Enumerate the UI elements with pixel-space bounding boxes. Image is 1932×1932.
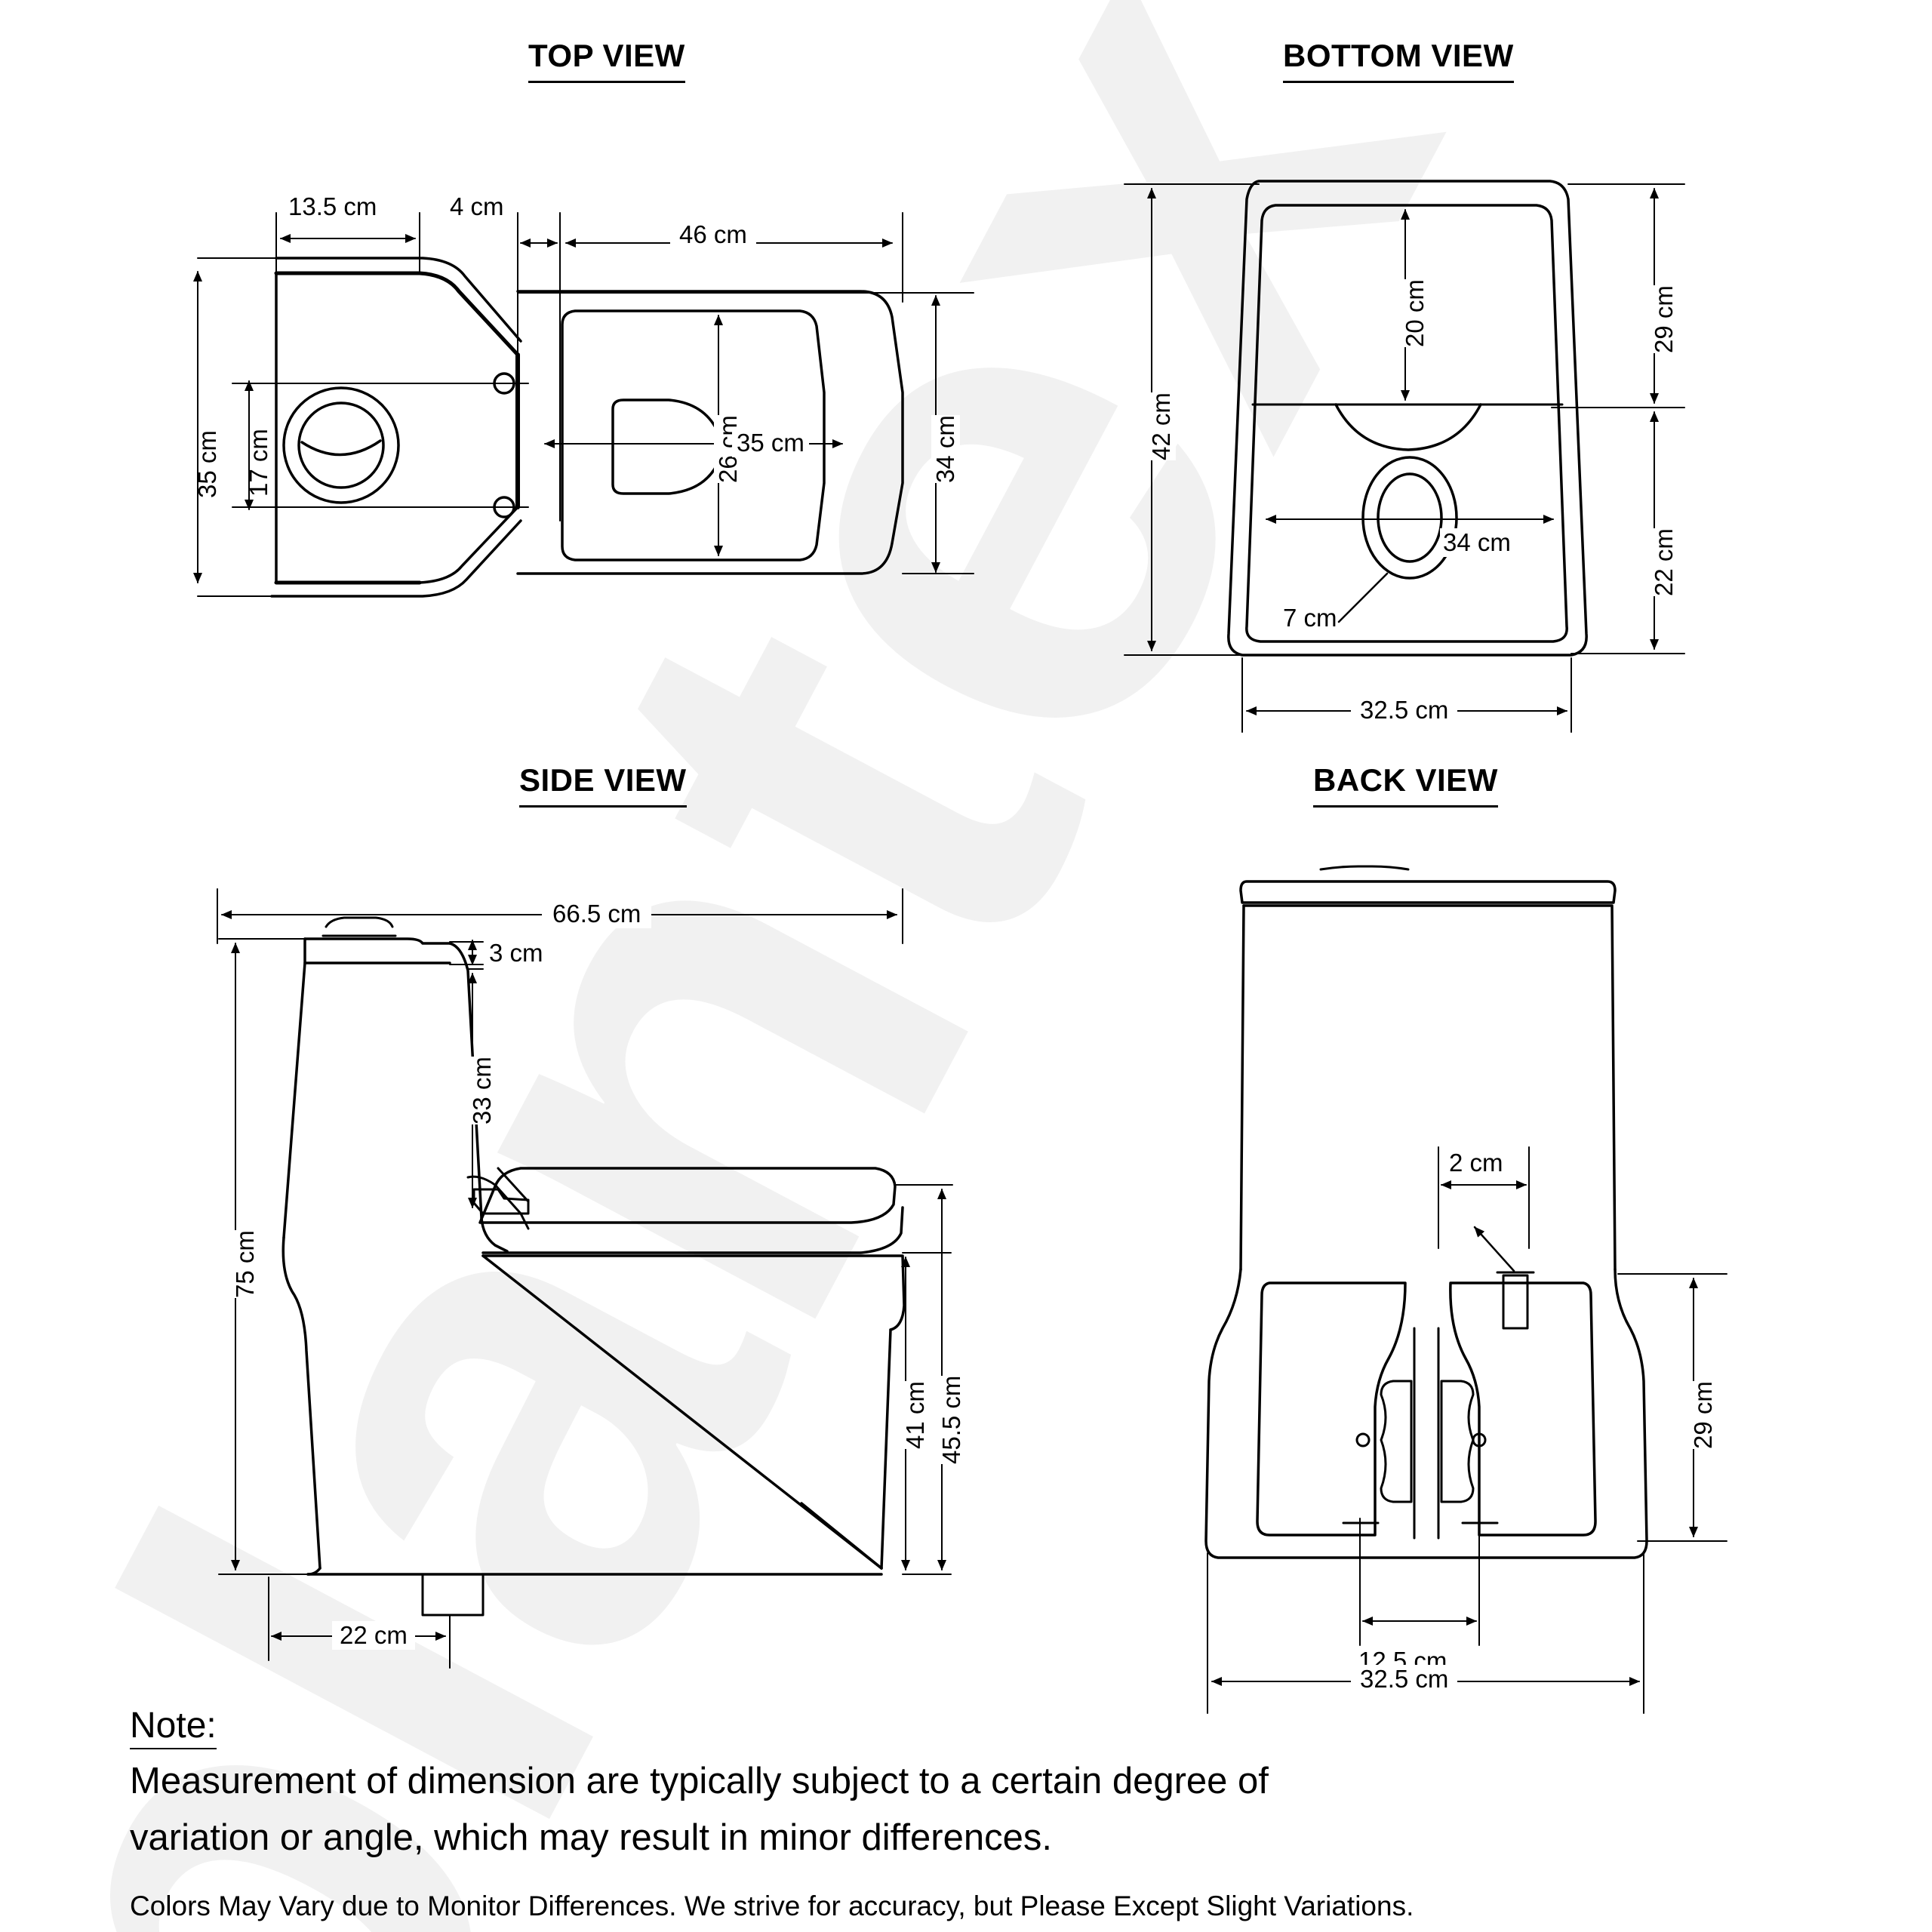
dim-top-seat-width: 35 cm [732, 429, 809, 457]
dim-bottom-overall-width: 32.5 cm [1351, 696, 1458, 724]
note-heading-row: Note: [130, 1706, 1790, 1750]
dim-side-overall-height: 75 cm [231, 1230, 260, 1298]
dim-top-tank-depth: 13.5 cm [288, 192, 377, 220]
note-line-2: variation or angle, which may result in … [130, 1817, 1052, 1859]
dim-side-seat-top-height: 45.5 cm [937, 1375, 966, 1464]
dim-top-bowl-length: 46 cm [670, 220, 756, 249]
dim-back-overall-width: 32.5 cm [1351, 1665, 1458, 1694]
dim-top-button-offset: 17 cm [245, 429, 272, 497]
note-line-3: Colors May Vary due to Monitor Differenc… [130, 1890, 1414, 1921]
view-title-side: SIDE VIEW [519, 762, 687, 808]
dim-bottom-outlet-width: 34 cm [1440, 528, 1514, 557]
dim-bottom-inner-depth: 20 cm [1401, 279, 1429, 347]
dim-side-tank-height: 33 cm [468, 1057, 497, 1124]
note-heading: Note: [130, 1706, 217, 1750]
dim-top-gap: 4 cm [450, 192, 504, 220]
dim-side-overall-length: 66.5 cm [542, 900, 652, 928]
dim-side-lid-thickness: 3 cm [489, 939, 543, 967]
dim-bottom-rear-section: 29 cm [1650, 285, 1678, 353]
dim-top-bowl-width: 34 cm [931, 415, 960, 483]
dim-side-bowl-rim-height: 41 cm [901, 1381, 930, 1449]
dim-top-overall-width: 35 cm [193, 430, 221, 498]
view-title-bottom: BOTTOM VIEW [1283, 38, 1514, 83]
note-block: Note: Measurement of dimension are typic… [130, 1706, 1790, 1924]
dim-back-skirt-height: 29 cm [1689, 1381, 1718, 1449]
note-line-1: Measurement of dimension are typically s… [130, 1761, 1269, 1802]
dim-bottom-overall-depth: 42 cm [1147, 392, 1176, 460]
dim-back-outlet-width: 2 cm [1449, 1149, 1503, 1177]
dim-bottom-outlet-dia: 7 cm [1283, 604, 1337, 632]
view-title-top: TOP VIEW [528, 38, 685, 83]
dim-side-outlet-from-wall: 22 cm [332, 1621, 415, 1650]
view-title-back: BACK VIEW [1313, 762, 1498, 808]
dim-bottom-front-section: 22 cm [1650, 528, 1678, 596]
